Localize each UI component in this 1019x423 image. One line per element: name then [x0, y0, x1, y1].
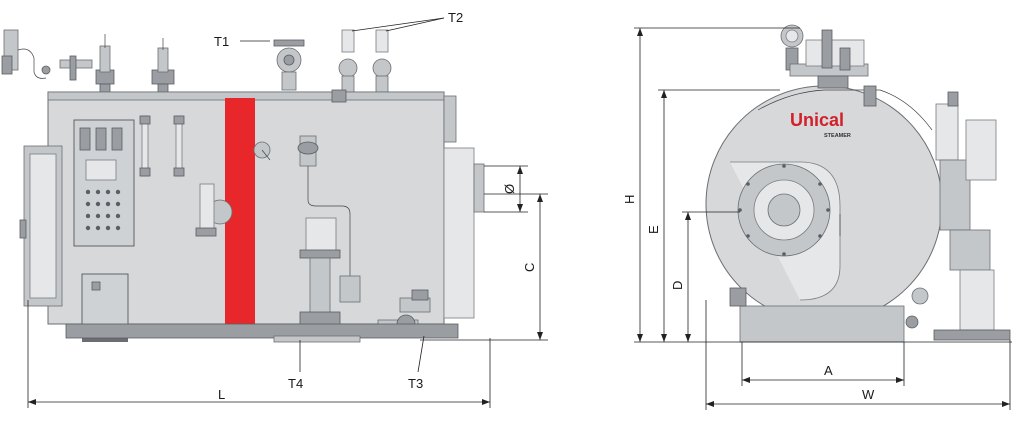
- label-d: D: [670, 281, 685, 290]
- top-fitting-1: [95, 34, 115, 93]
- control-panel: [73, 119, 135, 247]
- lifting-eye: [331, 89, 347, 103]
- label-t1: T1: [214, 34, 229, 49]
- label-a: A: [824, 363, 833, 378]
- label-t4: T4: [288, 376, 303, 391]
- label-c: C: [522, 263, 537, 272]
- front-door: [19, 145, 63, 307]
- gauge-assembly-left: [1, 29, 93, 81]
- label-diameter: Ø: [502, 184, 517, 194]
- pressure-switch: [253, 141, 271, 161]
- t1-valve: [273, 39, 305, 91]
- t2-valve-1: [338, 29, 358, 93]
- label-t2: T2: [448, 10, 463, 25]
- front-base: [739, 305, 905, 343]
- label-w: W: [862, 387, 875, 402]
- level-controller: [195, 183, 233, 237]
- label-h: H: [622, 195, 637, 204]
- label-t3: T3: [408, 376, 423, 391]
- top-fittings-front: [780, 24, 869, 89]
- rear-smoke-box: [443, 95, 485, 319]
- base-frame: [65, 323, 459, 339]
- brand-logo: Unical: [790, 110, 844, 130]
- label-e: E: [646, 225, 661, 234]
- t2-valve-2: [372, 29, 392, 93]
- brand-subtitle: STEAMER: [824, 133, 851, 139]
- level-gauges: [139, 115, 185, 177]
- side-pipework: [905, 91, 1011, 341]
- front-view: Unical STEAMER: [634, 24, 1012, 410]
- burner-door: [730, 161, 841, 301]
- top-fitting-2: [151, 38, 175, 93]
- label-l: L: [218, 387, 225, 402]
- feed-pump: [297, 135, 361, 327]
- side-view: [1, 17, 548, 408]
